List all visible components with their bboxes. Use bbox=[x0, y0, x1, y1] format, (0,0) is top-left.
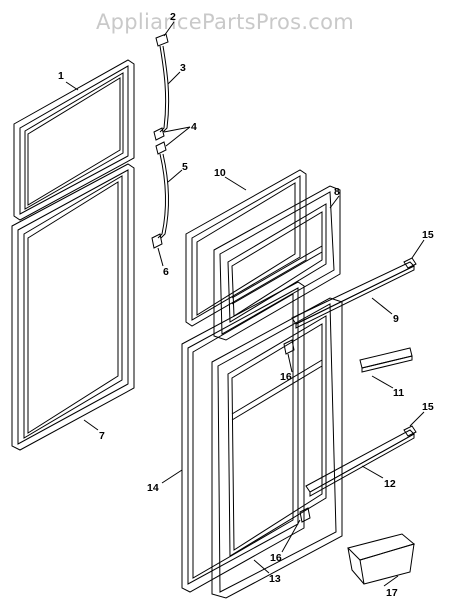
callout-11: 11 bbox=[393, 387, 404, 399]
part-12-door-rail[interactable] bbox=[305, 429, 415, 497]
callout-1: 1 bbox=[58, 70, 64, 82]
callout-16b: 16 bbox=[270, 552, 282, 564]
callout-7: 7 bbox=[99, 430, 105, 442]
part-8-freezer-door-liner[interactable] bbox=[213, 185, 341, 341]
callout-2: 2 bbox=[170, 11, 176, 23]
callout-16: 16 bbox=[280, 371, 292, 383]
callout-9: 9 bbox=[393, 313, 399, 325]
hinge-assembly[interactable] bbox=[151, 33, 170, 249]
part-7-fresh-food-gasket[interactable] bbox=[11, 163, 135, 451]
part-9-door-rail[interactable] bbox=[291, 261, 415, 329]
callout-12: 12 bbox=[384, 478, 396, 490]
callout-10: 10 bbox=[214, 167, 226, 179]
callout-6: 6 bbox=[163, 266, 169, 278]
part-17-dairy-bin[interactable] bbox=[347, 533, 416, 585]
callout-3: 3 bbox=[180, 62, 186, 74]
callout-4: 4 bbox=[191, 121, 197, 133]
callout-15: 15 bbox=[422, 229, 434, 241]
callout-5: 5 bbox=[182, 161, 188, 173]
callout-labels: 1 2 3 4 5 6 7 8 9 10 11 12 13 14 15 15 1… bbox=[58, 11, 434, 599]
callout-15b: 15 bbox=[422, 401, 434, 413]
part-16b-bracket[interactable] bbox=[299, 507, 311, 523]
callout-17: 17 bbox=[386, 587, 398, 599]
leader-lines bbox=[65, 21, 425, 587]
callout-13: 13 bbox=[269, 573, 281, 585]
callout-14: 14 bbox=[147, 482, 159, 494]
part-15b-rail-end-cap[interactable] bbox=[403, 425, 417, 437]
part-11-shelf-bin[interactable] bbox=[359, 347, 413, 373]
part-15-rail-end-cap[interactable] bbox=[403, 257, 417, 269]
part-16-bracket[interactable] bbox=[283, 339, 295, 355]
part-10-liner-gasket[interactable] bbox=[185, 169, 307, 327]
part-1-freezer-gasket[interactable] bbox=[13, 59, 135, 221]
watermark-text: AppliancePartsPros.com bbox=[95, 10, 355, 34]
callout-8: 8 bbox=[334, 186, 340, 198]
